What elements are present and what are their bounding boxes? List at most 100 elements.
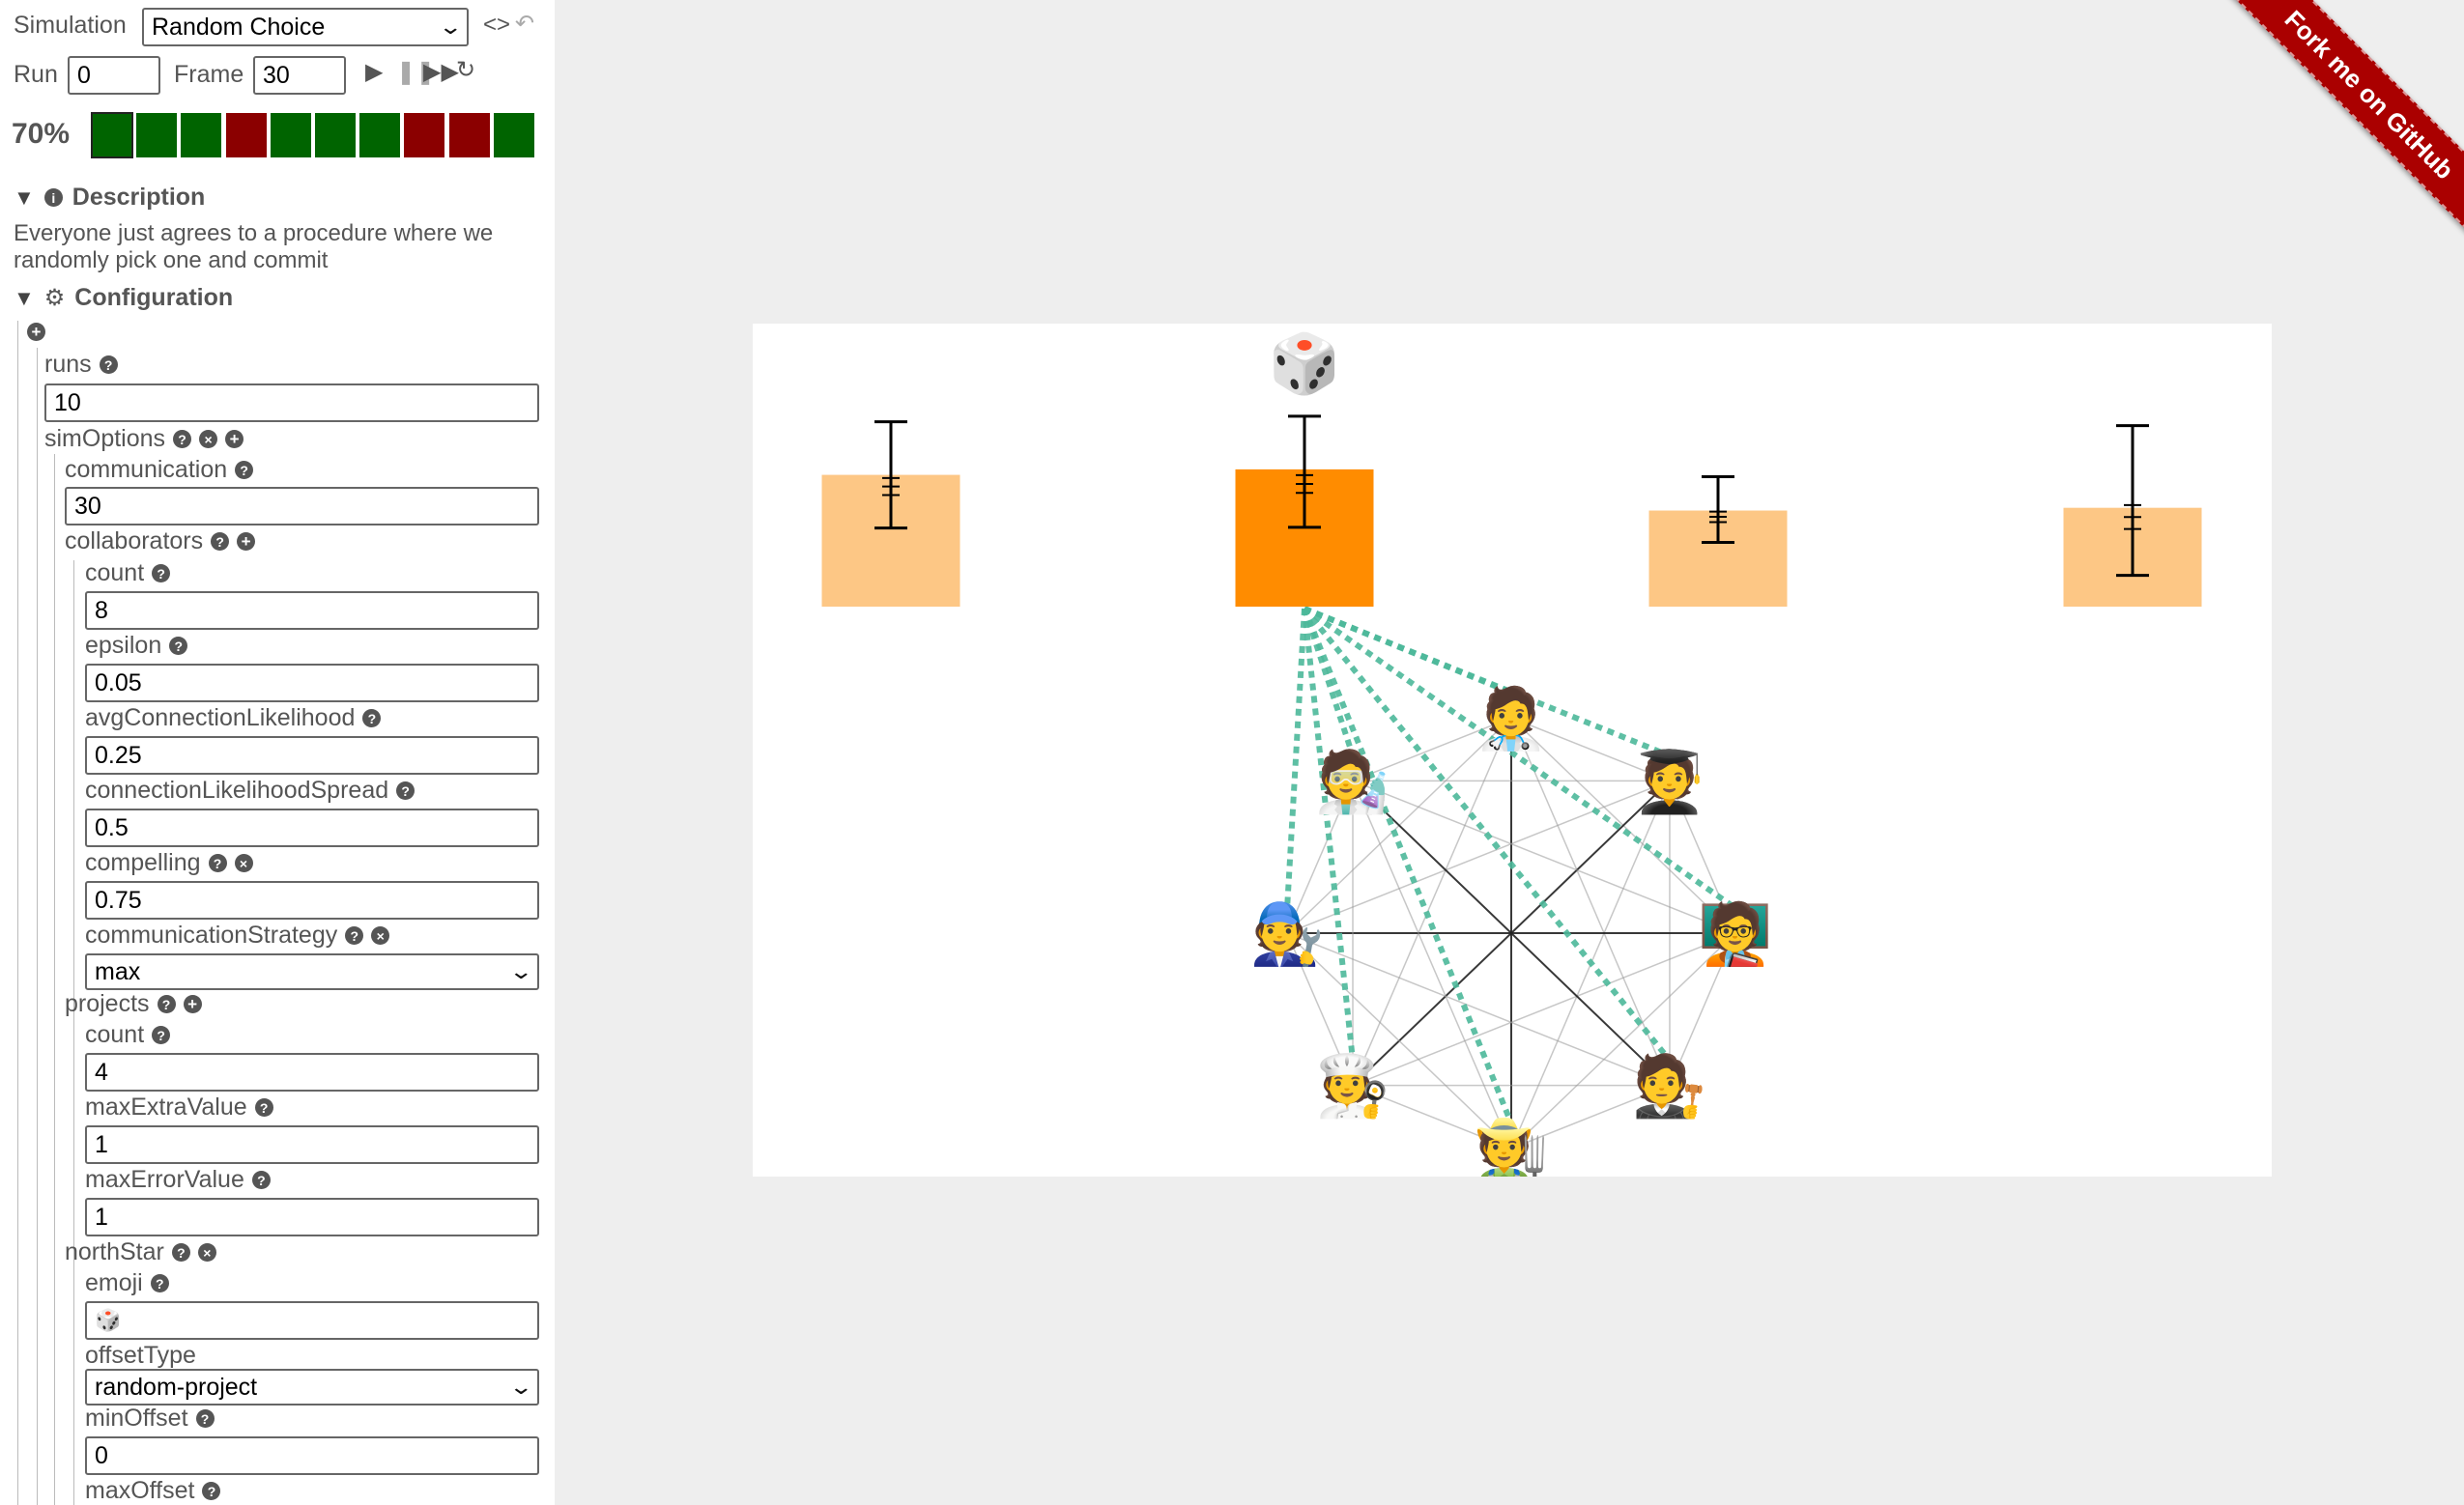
scientist-avatar-icon: 🧑‍🔬 — [1315, 745, 1390, 816]
help-icon[interactable]: ? — [235, 461, 254, 479]
proj-count-input[interactable]: 4 — [85, 1053, 539, 1092]
communication-link — [1302, 607, 1673, 1063]
github-ribbon-corner: Fork me on GitHub — [2213, 0, 2464, 251]
play-icon[interactable]: ▶ — [365, 59, 384, 85]
key-minOffset: minOffset ? — [85, 1405, 215, 1433]
communication-link — [1302, 607, 1514, 1125]
teacher-avatar-icon: 🧑‍🏫 — [1698, 897, 1772, 969]
network-edge — [1510, 717, 1671, 782]
student-avatar-icon: 🧑‍🎓 — [1632, 746, 1706, 816]
network-edge — [1352, 1084, 1512, 1150]
run-result-cell[interactable] — [403, 112, 446, 158]
offsetType-select[interactable]: random-project ⌄ — [85, 1369, 539, 1406]
simulation-visualization: 🎲🧑‍⚕️🧑‍🎓🧑‍🏫🧑‍⚖️🧑‍🌾🧑‍🍳🧑‍🔧🧑‍🔬 — [821, 330, 2202, 1184]
add-icon[interactable]: + — [225, 430, 244, 448]
add-icon[interactable]: + — [237, 532, 256, 551]
epsilon-label: epsilon — [85, 632, 162, 659]
help-icon[interactable]: ? — [202, 1482, 221, 1500]
help-icon[interactable]: ? — [345, 926, 364, 945]
runs-input[interactable]: 10 — [44, 383, 539, 422]
communicationStrategy-label: communicationStrategy — [85, 922, 338, 949]
health-worker-avatar-icon: 🧑‍⚕️ — [1474, 682, 1548, 753]
help-icon[interactable]: ? — [211, 532, 230, 551]
help-icon[interactable]: ? — [157, 995, 176, 1013]
key-collaborators: collaborators ? + — [65, 527, 256, 555]
minOffset-input[interactable]: 0 — [85, 1436, 539, 1475]
minOffset-label: minOffset — [85, 1405, 188, 1432]
collapse-triangle-icon: ▼ — [14, 285, 35, 310]
epsilon-input[interactable]: 0.05 — [85, 664, 539, 702]
add-icon[interactable]: + — [183, 995, 202, 1013]
maxExtraValue-label: maxExtraValue — [85, 1093, 247, 1121]
simulation-select[interactable]: Random Choice ⌄ — [142, 8, 469, 46]
help-icon[interactable]: ? — [396, 781, 415, 800]
key-projects: projects ? + — [65, 990, 202, 1018]
compelling-input[interactable]: 0.75 — [85, 881, 539, 920]
network-edge — [1286, 780, 1671, 934]
run-result-cell[interactable] — [224, 112, 268, 158]
proj-count-label: count — [85, 1021, 145, 1048]
connectionLikelihoodSpread-label: connectionLikelihoodSpread — [85, 777, 389, 804]
sidebar: Simulation Random Choice ⌄ <> ↶ Run 0 Fr… — [0, 0, 555, 1505]
pause-icon[interactable]: ❚❚ — [396, 59, 436, 85]
key-maxErrorValue: maxErrorValue ? — [85, 1166, 271, 1194]
remove-icon[interactable]: × — [197, 1243, 216, 1262]
help-icon[interactable]: ? — [152, 1026, 171, 1044]
run-result-cell[interactable] — [314, 112, 357, 158]
help-icon[interactable]: ? — [99, 355, 118, 374]
fast-forward-icon[interactable]: ▶▶ — [423, 59, 459, 85]
communicationStrategy-select[interactable]: max ⌄ — [85, 953, 539, 990]
remove-icon[interactable]: × — [199, 430, 218, 448]
network-edge — [1352, 932, 1736, 1087]
farmer-avatar-icon: 🧑‍🌾 — [1472, 1114, 1548, 1177]
run-result-cell[interactable] — [135, 112, 179, 158]
chevron-down-icon: ⌄ — [507, 1375, 533, 1399]
run-result-cell[interactable] — [447, 112, 491, 158]
network-edge — [1352, 717, 1512, 1086]
chevron-down-icon: ⌄ — [437, 14, 463, 39]
help-icon[interactable]: ? — [208, 854, 227, 872]
help-icon[interactable]: ? — [362, 709, 382, 727]
reset-icon[interactable]: ↻ — [456, 57, 476, 83]
code-icon[interactable]: <> — [483, 12, 511, 38]
run-result-cell[interactable] — [180, 112, 223, 158]
judge-avatar-icon: 🧑‍⚖️ — [1632, 1050, 1706, 1122]
run-result-cell[interactable] — [269, 112, 312, 158]
frame-input[interactable]: 30 — [253, 56, 346, 95]
key-proj-count: count ? — [85, 1021, 171, 1049]
maxExtraValue-input[interactable]: 1 — [85, 1125, 539, 1164]
collab-count-input[interactable]: 8 — [85, 591, 539, 630]
maxErrorValue-input[interactable]: 1 — [85, 1198, 539, 1236]
help-icon[interactable]: ? — [150, 1274, 169, 1292]
fork-me-ribbon[interactable]: Fork me on GitHub — [2226, 0, 2464, 238]
help-icon[interactable]: ? — [169, 637, 188, 655]
network-edge — [1510, 1084, 1671, 1150]
simulation-canvas: 🎲🧑‍⚕️🧑‍🎓🧑‍🏫🧑‍⚖️🧑‍🌾🧑‍🍳🧑‍🔧🧑‍🔬 — [753, 324, 2272, 1184]
help-icon[interactable]: ? — [173, 430, 192, 448]
remove-icon[interactable]: × — [371, 926, 390, 945]
collaborators-label: collaborators — [65, 527, 204, 554]
help-icon[interactable]: ? — [254, 1098, 273, 1117]
tree-guide — [73, 560, 74, 1505]
run-label: Run — [14, 61, 58, 88]
help-icon[interactable]: ? — [251, 1171, 271, 1189]
description-header[interactable]: ▼ i Description — [14, 184, 205, 212]
key-communicationStrategy: communicationStrategy ? × — [85, 922, 390, 950]
run-input[interactable]: 0 — [68, 56, 160, 95]
network-edge — [1510, 717, 1671, 1086]
run-result-cell[interactable] — [358, 112, 402, 158]
undo-icon[interactable]: ↶ — [515, 11, 535, 37]
help-icon[interactable]: ? — [195, 1409, 215, 1428]
network-edge — [1352, 780, 1736, 934]
run-result-cell[interactable] — [492, 112, 535, 158]
avgConnectionLikelihood-input[interactable]: 0.25 — [85, 736, 539, 775]
remove-icon[interactable]: × — [234, 854, 253, 872]
connectionLikelihoodSpread-input[interactable]: 0.5 — [85, 809, 539, 847]
add-icon[interactable]: + — [27, 323, 45, 341]
help-icon[interactable]: ? — [152, 564, 171, 582]
run-result-cell[interactable] — [91, 112, 133, 158]
communication-input[interactable]: 30 — [65, 487, 539, 525]
emoji-input[interactable]: 🎲 — [85, 1301, 539, 1340]
help-icon[interactable]: ? — [171, 1243, 190, 1262]
configuration-header[interactable]: ▼ ⚙ Configuration — [14, 284, 233, 312]
